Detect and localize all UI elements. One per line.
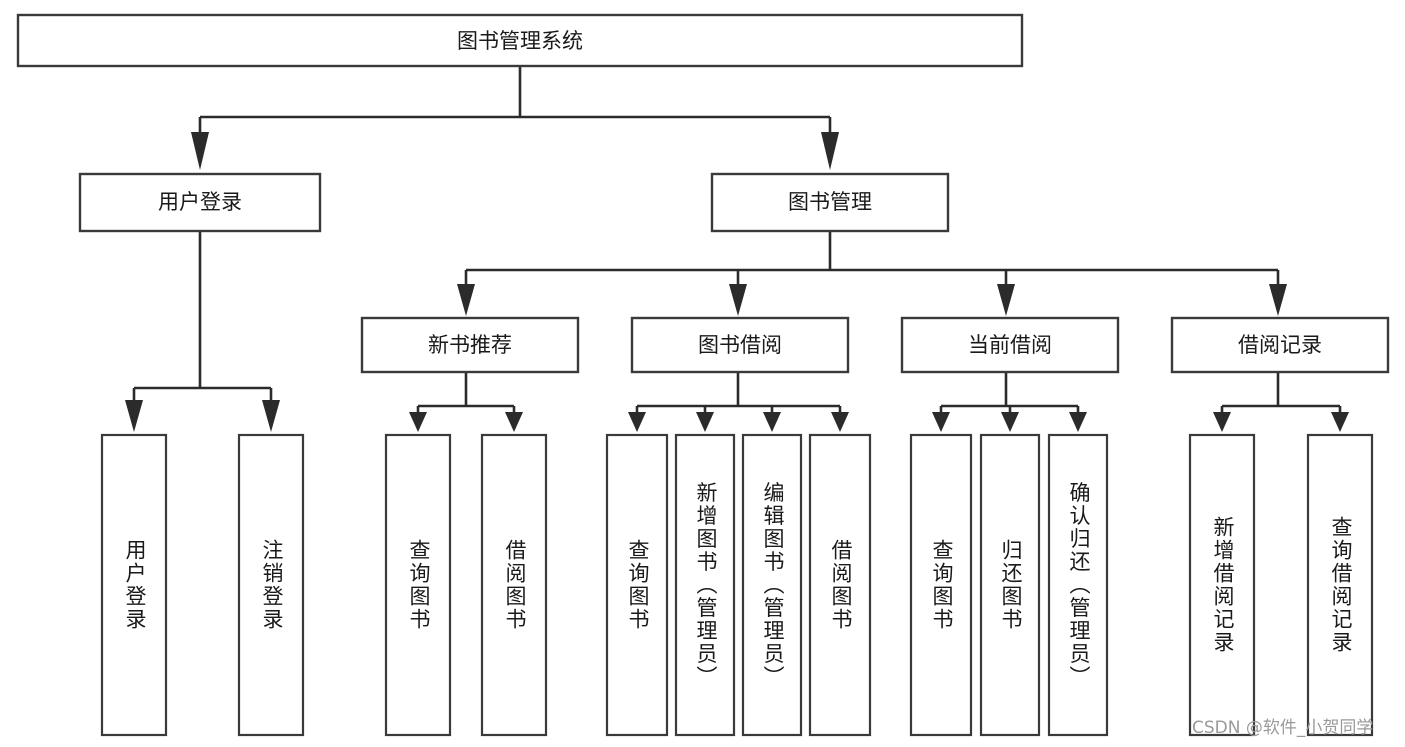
arrowhead-new-book-recommend — [457, 284, 475, 316]
connector-bookborrow-to-leaves — [628, 372, 849, 432]
node-borrow-record[interactable]: 借阅记录 — [1170, 316, 1390, 374]
node-leaf-user-login[interactable]: 用户登录 — [100, 433, 168, 737]
arrowhead-borrow-record — [1269, 284, 1287, 316]
connector-borrowrecord-to-leaves — [1213, 372, 1349, 432]
node-leaf-borrow-book-1-box[interactable] — [480, 433, 548, 737]
node-leaf-edit-book-admin-box[interactable] — [741, 433, 803, 737]
node-leaf-edit-book-admin-label: 编辑图书（管理员） — [761, 482, 785, 689]
node-book-management-label: 图书管理 — [788, 190, 872, 214]
node-leaf-user-login-label: 用户登录 — [123, 539, 147, 631]
node-leaf-add-borrow-record[interactable]: 新增借阅记录 — [1188, 433, 1256, 737]
node-book-borrow-box[interactable] — [630, 316, 850, 374]
arrowhead-leaf-query-book-2 — [628, 412, 646, 432]
node-new-book-recommend-label: 新书推荐 — [428, 333, 512, 357]
node-leaf-borrow-book-2-label: 借阅图书 — [829, 539, 853, 631]
node-borrow-record-label: 借阅记录 — [1238, 333, 1322, 357]
node-leaf-user-login-box[interactable] — [100, 433, 168, 737]
arrowhead-leaf-edit-book-admin — [763, 412, 781, 432]
node-book-management[interactable]: 图书管理 — [710, 172, 950, 233]
node-leaf-query-book-2-label: 查询图书 — [626, 539, 650, 631]
node-leaf-add-borrow-record-box[interactable] — [1188, 433, 1256, 737]
arrowhead-book-management — [821, 132, 839, 170]
watermark-label: CSDN @软件_小贺同学 — [1192, 718, 1373, 738]
node-leaf-query-book-1[interactable]: 查询图书 — [384, 433, 452, 737]
connector-currentborrow-to-leaves — [932, 372, 1087, 432]
arrowhead-leaf-confirm-return-admin — [1069, 412, 1087, 432]
node-leaf-query-borrow-record[interactable]: 查询借阅记录 — [1306, 433, 1374, 737]
node-leaf-query-book-3[interactable]: 查询图书 — [909, 433, 973, 737]
node-leaf-return-book-box[interactable] — [979, 433, 1041, 737]
arrowhead-leaf-add-borrow-record — [1213, 412, 1231, 432]
node-root[interactable]: 图书管理系统 — [16, 13, 1024, 68]
node-leaf-query-book-1-label: 查询图书 — [407, 539, 431, 631]
node-leaf-confirm-return-admin-box[interactable] — [1047, 433, 1109, 737]
node-leaf-query-book-2[interactable]: 查询图书 — [605, 433, 669, 737]
node-leaf-confirm-return-admin[interactable]: 确认归还（管理员） — [1047, 433, 1109, 737]
arrowhead-leaf-borrow-book-2 — [831, 412, 849, 432]
node-leaf-logout-login[interactable]: 注销登录 — [237, 433, 305, 737]
node-leaf-query-book-1-box[interactable] — [384, 433, 452, 737]
node-leaf-borrow-book-1-label: 借阅图书 — [503, 539, 527, 631]
node-book-management-box[interactable] — [710, 172, 950, 233]
node-leaf-query-book-3-label: 查询图书 — [930, 539, 954, 631]
node-leaf-borrow-book-2-box[interactable] — [808, 433, 872, 737]
arrowhead-leaf-borrow-book-1 — [505, 412, 523, 432]
node-leaf-add-book-admin[interactable]: 新增图书（管理员） — [674, 433, 736, 737]
node-leaf-query-borrow-record-label: 查询借阅记录 — [1329, 516, 1353, 654]
arrowhead-leaf-logout-login — [262, 400, 280, 432]
arrowhead-leaf-query-book-3 — [932, 412, 950, 432]
node-leaf-return-book[interactable]: 归还图书 — [979, 433, 1041, 737]
arrowhead-leaf-return-book — [1001, 412, 1019, 432]
node-current-borrow[interactable]: 当前借阅 — [900, 316, 1120, 374]
arrowhead-leaf-add-book-admin — [696, 412, 714, 432]
node-leaf-query-book-2-box[interactable] — [605, 433, 669, 737]
connector-root-to-level2 — [191, 66, 839, 170]
node-leaf-add-borrow-record-label: 新增借阅记录 — [1211, 516, 1235, 654]
node-book-borrow[interactable]: 图书借阅 — [630, 316, 850, 374]
node-new-book-recommend[interactable]: 新书推荐 — [360, 316, 580, 374]
arrowhead-current-borrow — [997, 284, 1015, 316]
node-borrow-record-box[interactable] — [1170, 316, 1390, 374]
node-current-borrow-box[interactable] — [900, 316, 1120, 374]
arrowhead-user-login — [191, 132, 209, 170]
node-new-book-recommend-box[interactable] — [360, 316, 580, 374]
node-leaf-query-borrow-record-box[interactable] — [1306, 433, 1374, 737]
node-leaf-query-book-3-box[interactable] — [909, 433, 973, 737]
arrowhead-leaf-query-borrow-record — [1331, 412, 1349, 432]
node-leaf-logout-login-label: 注销登录 — [260, 539, 284, 631]
node-leaf-borrow-book-1[interactable]: 借阅图书 — [480, 433, 548, 737]
arrowhead-leaf-query-book-1 — [409, 412, 427, 432]
node-leaf-edit-book-admin[interactable]: 编辑图书（管理员） — [741, 433, 803, 737]
node-leaf-confirm-return-admin-label: 确认归还（管理员） — [1067, 482, 1091, 689]
node-book-borrow-label: 图书借阅 — [698, 333, 782, 357]
node-user-login-label: 用户登录 — [158, 190, 242, 214]
node-current-borrow-label: 当前借阅 — [968, 333, 1052, 357]
connector-bookmgmt-to-level3 — [457, 231, 1287, 316]
node-leaf-borrow-book-2[interactable]: 借阅图书 — [808, 433, 872, 737]
connector-userlogin-to-leaves — [125, 231, 280, 432]
node-user-login[interactable]: 用户登录 — [78, 172, 322, 233]
node-leaf-add-book-admin-label: 新增图书（管理员） — [694, 482, 718, 689]
node-leaf-logout-login-box[interactable] — [237, 433, 305, 737]
node-leaf-return-book-label: 归还图书 — [999, 539, 1023, 631]
node-leaf-add-book-admin-box[interactable] — [674, 433, 736, 737]
node-user-login-box[interactable] — [78, 172, 322, 233]
arrowhead-leaf-user-login — [125, 400, 143, 432]
connector-newbook-to-leaves — [409, 372, 523, 432]
node-root-box[interactable] — [16, 13, 1024, 68]
arrowhead-book-borrow — [729, 284, 747, 316]
node-root-label: 图书管理系统 — [457, 29, 583, 53]
